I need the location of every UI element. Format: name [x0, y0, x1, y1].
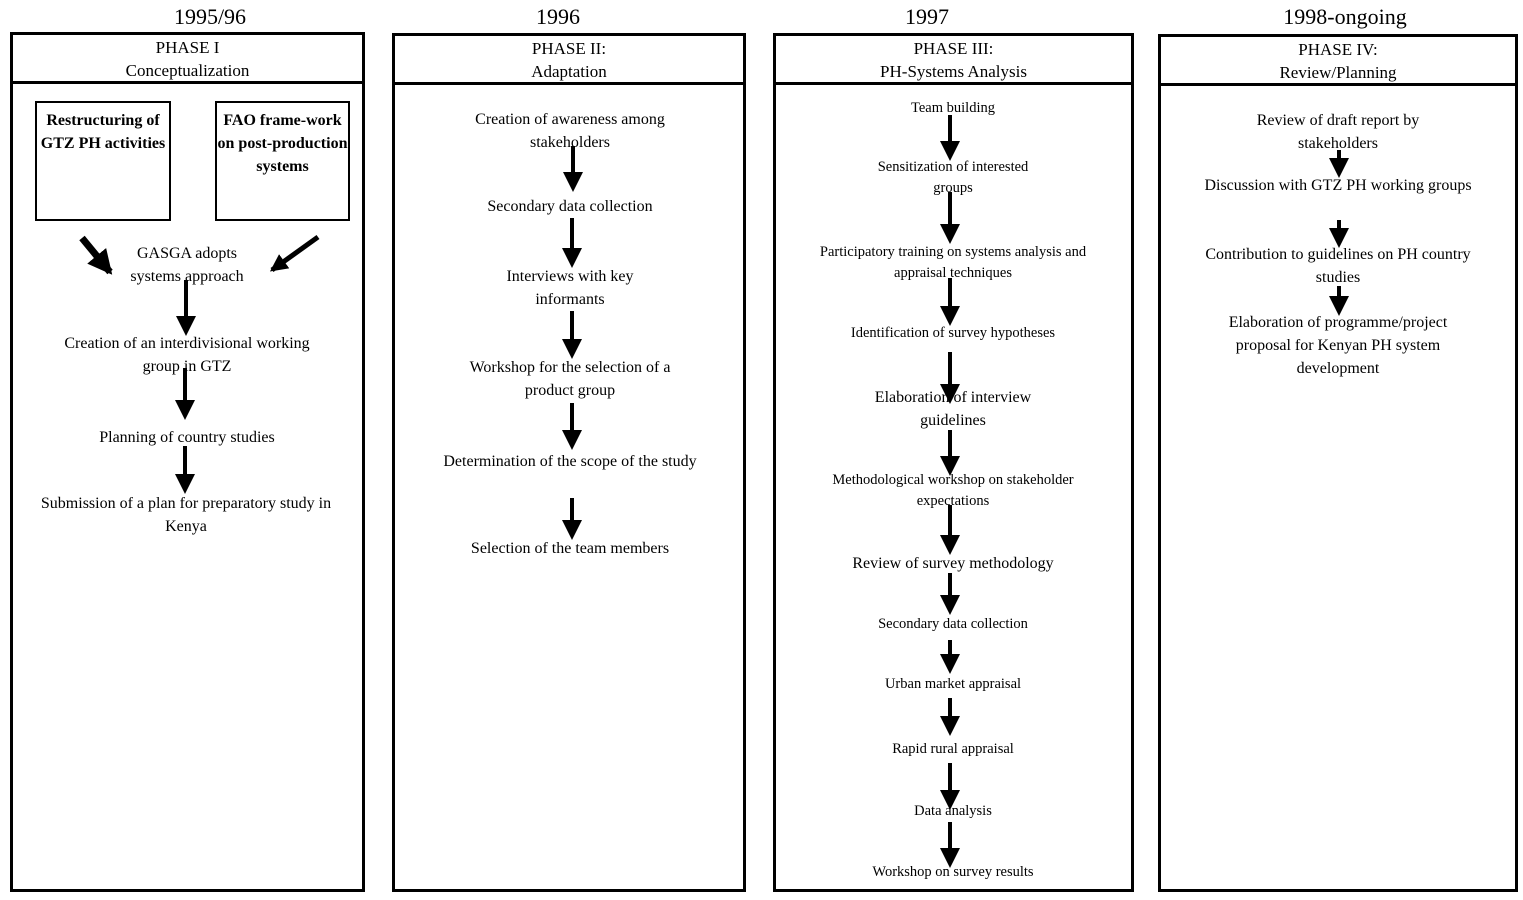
year-label-phase-4: 1998-ongoing: [1283, 4, 1407, 29]
phase-4-step: Elaboration of programme/project proposa…: [1228, 314, 1448, 377]
phase-2-step: Selection of the team members: [470, 540, 670, 557]
year-label-phase-1: 1995/96: [173, 4, 247, 29]
source-box-fao-framework: FAO frame-work on post-production system…: [215, 101, 350, 221]
phase-3-column: PHASE III: PH-Systems Analysis: [773, 33, 1134, 892]
phase-4-header: PHASE IV: Review/Planning: [1161, 37, 1515, 86]
phase-4-step: Review of draft report by stakeholders: [1256, 112, 1420, 152]
phase-1-step: Creation of an interdivisional working g…: [64, 335, 310, 375]
phase-4-title: PHASE IV:: [1298, 40, 1378, 59]
phase-3-subtitle: PH-Systems Analysis: [880, 62, 1027, 81]
phase-2-subtitle: Adaptation: [531, 62, 607, 81]
phase-3-step: Sensitization of interested groups: [877, 159, 1029, 196]
source-box-gtz-restructuring: Restructuring of GTZ PH activities: [35, 101, 171, 221]
phase-4-step: Contribution to guidelines on PH country…: [1205, 246, 1471, 286]
phase-4-column: PHASE IV: Review/Planning: [1158, 34, 1518, 892]
phase-3-step: Data analysis: [914, 803, 992, 819]
phase-1-subtitle: Conceptualization: [125, 61, 250, 80]
phase-4-step: Discussion with GTZ PH working groups: [1204, 177, 1472, 194]
phase-1-column: PHASE I Conceptualization: [10, 32, 365, 892]
phase-3-header: PHASE III: PH-Systems Analysis: [776, 36, 1131, 85]
phase-3-title: PHASE III:: [913, 39, 994, 58]
phase-2-title: PHASE II:: [531, 39, 607, 58]
phase-2-column: PHASE II: Adaptation: [392, 33, 746, 892]
phase-3-step: Urban market appraisal: [884, 676, 1022, 692]
phase-3-step: Participatory training on systems analys…: [819, 244, 1087, 281]
phase-1-step: GASGA adopts systems approach: [130, 245, 244, 285]
year-label-phase-2: 1996: [536, 4, 580, 29]
phase-3-step: Team building: [911, 100, 995, 116]
phase-2-step: Secondary data collection: [487, 198, 653, 215]
phase-1-step: Submission of a plan for preparatory stu…: [40, 495, 332, 535]
phase-1-header: PHASE I Conceptualization: [13, 35, 362, 84]
phase-1-step: Planning of country studies: [99, 429, 275, 446]
phase-2-step: Determination of the scope of the study: [443, 453, 697, 470]
phase-3-step: Secondary data collection: [878, 616, 1028, 632]
phase-3-step: Methodological workshop on stakeholder e…: [832, 472, 1074, 509]
phase-3-step: Identification of survey hypotheses: [850, 325, 1056, 341]
phase-1-title: PHASE I: [155, 38, 220, 57]
phase-2-step: Interviews with key informants: [506, 268, 634, 308]
phase-3-step: Review of survey methodology: [852, 555, 1054, 572]
year-label-phase-3: 1997: [905, 4, 949, 29]
phase-2-step: Workshop for the selection of a product …: [469, 359, 671, 399]
phase-2-step: Creation of awareness among stakeholders: [475, 111, 665, 151]
phase-3-step: Workshop on survey results: [872, 864, 1034, 880]
phase-4-subtitle: Review/Planning: [1279, 63, 1397, 82]
phase-3-step: Elaboration of interview guidelines: [874, 389, 1032, 429]
phase-3-step: Rapid rural appraisal: [892, 741, 1014, 757]
phase-2-header: PHASE II: Adaptation: [395, 36, 743, 85]
